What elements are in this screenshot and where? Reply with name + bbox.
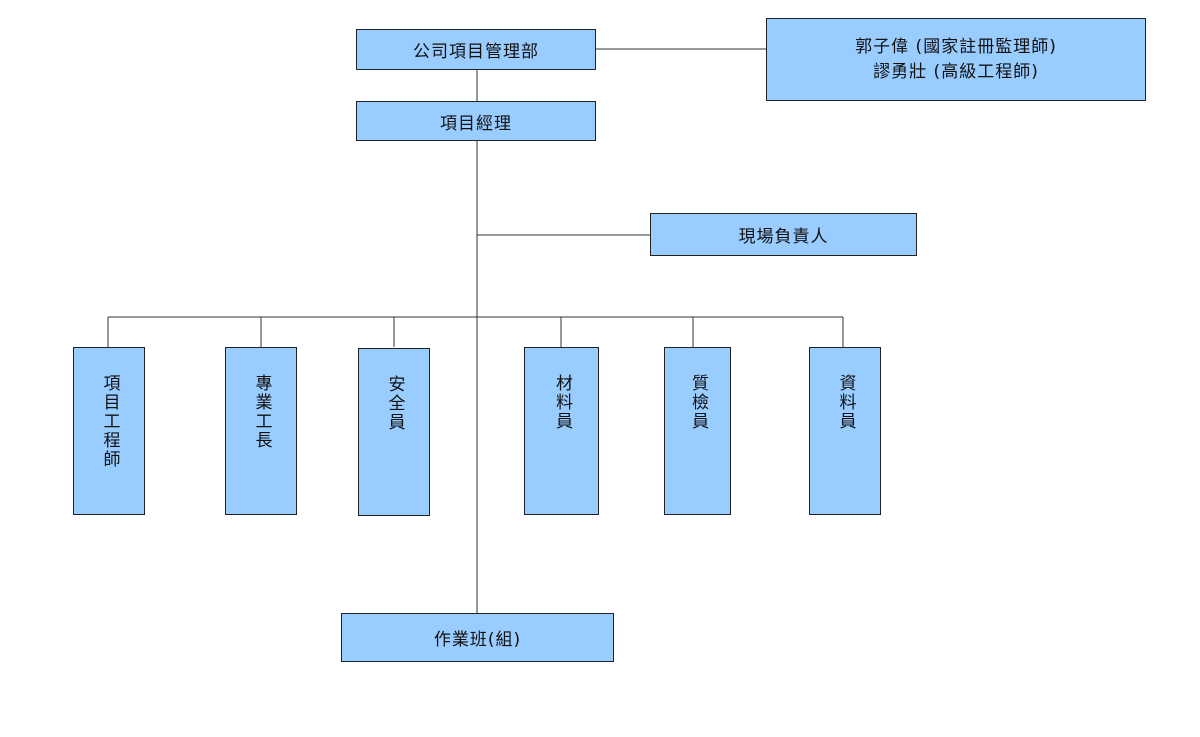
supervisor-2-label: 謬勇壯 (高級工程師): [873, 61, 1039, 82]
site-lead-label: 現場負責人: [738, 227, 829, 247]
role-label-1: 項目工程師: [99, 374, 120, 469]
company-dept-label: 公司項目管理部: [413, 42, 539, 62]
work-team-box: 作業班(組): [341, 613, 614, 662]
role-box-5: 質檢員: [664, 347, 731, 515]
role-box-4: 材料員: [524, 347, 599, 515]
role-box-2: 專業工長: [225, 347, 297, 515]
role-box-1: 項目工程師: [73, 347, 145, 515]
supervisors-box: 郭子偉 (國家註冊監理師) 謬勇壯 (高級工程師): [766, 18, 1146, 101]
role-box-3: 安全員: [358, 348, 430, 516]
company-dept-box: 公司項目管理部: [356, 29, 596, 70]
role-label-2: 專業工長: [251, 374, 272, 450]
role-label-5: 質檢員: [688, 374, 708, 431]
work-team-label: 作業班(組): [433, 630, 522, 650]
role-box-6: 資料員: [809, 347, 881, 515]
role-label-4: 材料員: [552, 374, 572, 431]
project-manager-box: 項目經理: [356, 101, 596, 141]
project-manager-label: 項目經理: [440, 113, 512, 134]
role-label-3: 安全員: [384, 375, 405, 432]
supervisor-1-label: 郭子偉 (國家註冊監理師): [855, 36, 1057, 57]
role-label-6: 資料員: [835, 374, 856, 431]
site-lead-box: 現場負責人: [650, 213, 917, 256]
